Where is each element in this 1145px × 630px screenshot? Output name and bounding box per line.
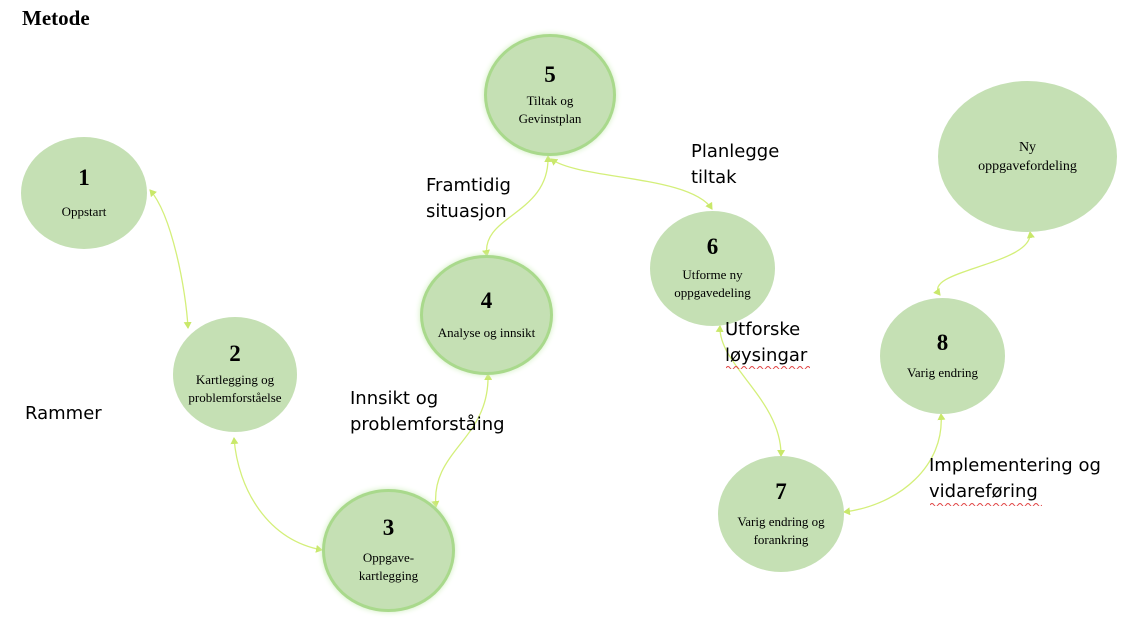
step-5-node: 5 Tiltak og Gevinstplan bbox=[487, 37, 613, 153]
connector-6-7 bbox=[715, 325, 786, 457]
connector-2-3 bbox=[230, 437, 323, 553]
spellcheck-underline bbox=[930, 503, 1042, 506]
step-number: 5 bbox=[544, 61, 556, 87]
step-2-node: 2 Kartlegging og problemforståelse bbox=[173, 317, 297, 432]
step-label: Kartlegging og problemforståelse bbox=[188, 372, 282, 405]
step-number: 4 bbox=[480, 287, 493, 313]
step-label: Varig endring bbox=[906, 364, 979, 380]
connector-1-2 bbox=[149, 189, 192, 329]
step-6-node: 6 Utforme ny oppgavedeling bbox=[650, 211, 775, 326]
step-label: Utforme ny oppgavedeling bbox=[674, 267, 751, 300]
page-title: Metode bbox=[22, 6, 90, 30]
step-number: 6 bbox=[706, 234, 719, 259]
step-8-node: 8 Varig endring bbox=[880, 298, 1005, 414]
connector-7-8 bbox=[843, 413, 946, 516]
step-number: 3 bbox=[382, 515, 395, 540]
step-number: 1 bbox=[78, 164, 90, 190]
spellcheck-underline bbox=[726, 366, 810, 369]
connector-4-5 bbox=[482, 155, 553, 257]
annotation-rammer: Rammer bbox=[25, 403, 102, 424]
connector-5-6 bbox=[550, 158, 713, 210]
step-7-node: 7 Varig endring og forankring bbox=[718, 456, 844, 572]
annotation-implementering: Implementering og vidareføring bbox=[929, 455, 1101, 502]
annotation-innsikt: Innsikt og problemforståing bbox=[350, 388, 505, 435]
step-4-node: 4 Analyse og innsikt bbox=[423, 258, 550, 372]
step-label: Ny oppgavefordeling bbox=[978, 139, 1077, 174]
step-number: 7 bbox=[775, 478, 787, 504]
step-3-node: 3 Oppgave- kartlegging bbox=[325, 492, 452, 609]
step-number: 8 bbox=[936, 329, 949, 355]
step-label: Analyse og innsikt bbox=[437, 324, 536, 340]
connector-3-4 bbox=[431, 373, 493, 508]
step-label: Varig endring og forankring bbox=[737, 513, 825, 547]
step-label: Tiltak og Gevinstplan bbox=[518, 92, 582, 126]
annotation-framtidig: Framtidig situasjon bbox=[426, 175, 511, 222]
step-label: Oppgave- kartlegging bbox=[358, 550, 419, 583]
step-number: 2 bbox=[229, 341, 241, 366]
connector-8-ny bbox=[933, 231, 1035, 296]
step-ny-node: Ny oppgavefordeling bbox=[938, 81, 1117, 232]
annotation-utforske: Utforske løysingar bbox=[725, 319, 808, 366]
step-label: Oppstart bbox=[61, 203, 107, 219]
annotation-planlegge: Planlegge tiltak bbox=[691, 141, 780, 188]
step-1-node: 1 Oppstart bbox=[21, 137, 147, 249]
